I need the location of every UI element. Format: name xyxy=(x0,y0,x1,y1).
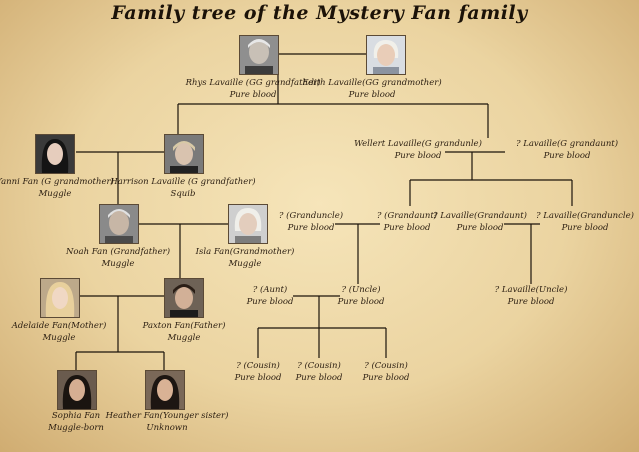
person-status: Pure blood xyxy=(561,223,609,233)
person-status: Unknown xyxy=(146,423,188,433)
person-status: Muggle xyxy=(42,333,76,343)
portrait-rhys xyxy=(239,35,279,75)
person-status: Pure blood xyxy=(246,297,294,307)
person-status: Pure blood xyxy=(362,373,410,383)
person-name: ? (Cousin) xyxy=(364,361,408,371)
person-status: Pure blood xyxy=(234,373,282,383)
person-label-uncle-1: ? (Uncle) Pure blood xyxy=(338,284,385,308)
person-name: Edith Lavaille(GG grandmother) xyxy=(302,78,442,88)
person-name: ? (Aunt) xyxy=(252,285,288,295)
person-status: Pure blood xyxy=(287,223,335,233)
person-status: Pure blood xyxy=(543,151,591,161)
person-label-harrison: Harrison Lavaille (G grandfather) Squib xyxy=(110,176,255,200)
person-label-grandaunt-1: ? (Grandaunt) Pure blood xyxy=(377,210,437,234)
person-name: Sophia Fan xyxy=(51,411,101,421)
person-status: Pure blood xyxy=(383,223,431,233)
person-label-aunt: ? (Aunt) Pure blood xyxy=(247,284,294,308)
person-status: Pure blood xyxy=(456,223,504,233)
portrait-noah xyxy=(99,204,139,244)
person-status: Pure blood xyxy=(394,151,442,161)
person-label-yanni: Yanni Fan (G grandmother) Muggle xyxy=(0,176,114,200)
person-label-edith: Edith Lavaille(GG grandmother) Pure bloo… xyxy=(302,77,441,101)
portrait-heather xyxy=(145,370,185,410)
person-status: Muggle-born xyxy=(48,423,104,433)
person-status: Pure blood xyxy=(337,297,385,307)
portrait-harrison xyxy=(164,134,204,174)
person-status: Muggle xyxy=(101,259,135,269)
person-label-sophia: Sophia Fan Muggle-born xyxy=(48,410,104,434)
person-name: ? (Granduncle) xyxy=(278,211,344,221)
person-label-isla: Isla Fan(Grandmother) Muggle xyxy=(196,246,295,270)
portrait-sophia xyxy=(57,370,97,410)
person-label-adelaide: Adelaide Fan(Mother) Muggle xyxy=(12,320,107,344)
person-name: ? Lavaille(Grandaunt) xyxy=(433,211,527,221)
person-label-wellert: Wellert Lavaille(G grandunle) Pure blood xyxy=(354,138,482,162)
person-name: ? Lavaille(Uncle) xyxy=(494,285,568,295)
portrait-yanni xyxy=(35,134,75,174)
person-name: ? Lavaille(Granduncle) xyxy=(536,211,634,221)
page-title: Family tree of the Mystery Fan family xyxy=(111,2,528,24)
portrait-edith xyxy=(366,35,406,75)
person-status: Muggle xyxy=(38,189,72,199)
person-label-rhys: Rhys Lavaille (GG grandfather) Pure bloo… xyxy=(186,77,321,101)
portrait-adelaide xyxy=(40,278,80,318)
person-label-g-grandaunt: ? Lavaille(G grandaunt) Pure blood xyxy=(516,138,618,162)
person-status: Pure blood xyxy=(348,90,396,100)
person-name: Wellert Lavaille(G grandunle) xyxy=(354,139,482,149)
person-label-paxton: Paxton Fan(Father) Muggle xyxy=(143,320,226,344)
person-name: Heather Fan(Younger sister) xyxy=(105,411,229,421)
person-status: Muggle xyxy=(167,333,201,343)
person-name: ? (Cousin) xyxy=(297,361,341,371)
person-status: Pure blood xyxy=(507,297,555,307)
person-status: Squib xyxy=(170,189,196,199)
person-name: ? (Uncle) xyxy=(341,285,381,295)
person-label-cousin-1: ? (Cousin) Pure blood xyxy=(235,360,282,384)
portrait-paxton xyxy=(164,278,204,318)
person-label-granduncle-2: ? Lavaille(Granduncle) Pure blood xyxy=(536,210,634,234)
person-name: Rhys Lavaille (GG grandfather) xyxy=(185,78,321,88)
person-label-heather: Heather Fan(Younger sister) Unknown xyxy=(106,410,229,434)
person-name: Isla Fan(Grandmother) xyxy=(195,247,295,257)
person-name: ? Lavaille(G grandaunt) xyxy=(515,139,619,149)
person-status: Muggle xyxy=(228,259,262,269)
person-label-cousin-2: ? (Cousin) Pure blood xyxy=(296,360,343,384)
person-label-granduncle-1: ? (Granduncle) Pure blood xyxy=(279,210,343,234)
person-label-cousin-3: ? (Cousin) Pure blood xyxy=(363,360,410,384)
person-name: Adelaide Fan(Mother) xyxy=(11,321,107,331)
person-name: Yanni Fan (G grandmother) xyxy=(0,177,114,187)
person-name: Noah Fan (Grandfather) xyxy=(65,247,171,257)
person-name: ? (Cousin) xyxy=(236,361,280,371)
person-label-grandaunt-2: ? Lavaille(Grandaunt) Pure blood xyxy=(433,210,527,234)
person-name: Paxton Fan(Father) xyxy=(142,321,226,331)
person-name: Harrison Lavaille (G grandfather) xyxy=(110,177,256,187)
person-label-uncle-2: ? Lavaille(Uncle) Pure blood xyxy=(495,284,568,308)
person-label-noah: Noah Fan (Grandfather) Muggle xyxy=(66,246,170,270)
person-name: ? (Grandaunt) xyxy=(376,211,438,221)
person-status: Pure blood xyxy=(229,90,277,100)
portrait-isla xyxy=(228,204,268,244)
person-status: Pure blood xyxy=(295,373,343,383)
